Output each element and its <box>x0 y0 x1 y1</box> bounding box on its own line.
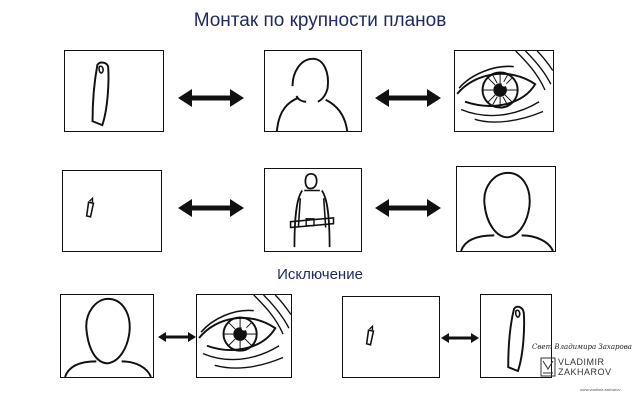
watermark-script-signature: Свет Владимира Захарова <box>532 343 632 351</box>
watermark: Свет Владимира Захарова VLADIMIR ZAKHARO… <box>532 343 636 397</box>
full-figure-drawing <box>91 61 110 127</box>
watermark-name-line1: VLADIMIR <box>558 357 605 367</box>
double-arrow-icon <box>441 333 479 343</box>
frame-extreme-closeup-eye <box>454 50 554 132</box>
frame-full-figure-shot <box>264 168 362 252</box>
frame-exception-long-shot <box>342 296 440 378</box>
tiny-figure-drawing <box>85 196 95 218</box>
tiny-figure-drawing <box>365 324 375 346</box>
frame-medium-shot <box>264 50 362 132</box>
watermark-small-text: www.vladimir.zakharov <box>580 387 621 392</box>
frame-exception-full-shot <box>480 294 552 378</box>
frame-full-shot <box>64 50 164 132</box>
logo-icon <box>540 357 556 377</box>
eye-drawing <box>456 51 553 123</box>
double-arrow-icon <box>178 199 244 217</box>
watermark-name-line2: ZAKHAROV <box>558 367 612 377</box>
standing-figure-drawing <box>289 173 335 248</box>
frame-exception-eye <box>196 294 292 378</box>
page-title: Монтак по крупности планов <box>193 10 447 31</box>
frame-exception-closeup-head <box>60 294 154 378</box>
exception-heading: Исключение <box>277 266 363 283</box>
full-figure-drawing <box>507 305 526 373</box>
double-arrow-icon <box>375 199 441 217</box>
frame-closeup-head <box>456 166 556 252</box>
eye-drawing <box>198 295 291 369</box>
double-arrow-icon <box>178 89 244 107</box>
head-drawing <box>460 171 554 251</box>
double-arrow-icon <box>375 89 441 107</box>
frame-long-shot <box>62 170 162 252</box>
watermark-name: VLADIMIR ZAKHAROV <box>558 357 636 377</box>
head-drawing <box>64 297 152 377</box>
medium-figure-drawing <box>275 57 349 131</box>
double-arrow-icon <box>158 332 196 342</box>
